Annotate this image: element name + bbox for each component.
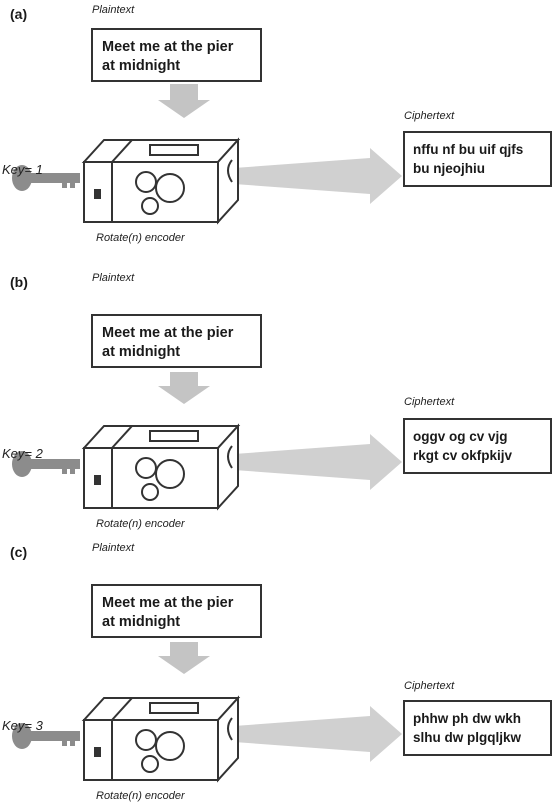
encoder-diagram: [12, 372, 402, 511]
encoder-box: [81, 137, 241, 225]
ciphertext-line: phhw ph dw wkh: [413, 711, 521, 726]
plaintext-label: Plaintext: [92, 542, 135, 554]
plaintext-box: Meet me at the pier at midnight: [91, 584, 262, 638]
output-arrow: [234, 706, 402, 762]
encoder-box: [81, 423, 241, 511]
key-icon: [12, 165, 80, 191]
input-arrow: [158, 642, 210, 674]
encoder-box: [81, 695, 241, 783]
panel-b: (b) Plaintext Meet me at the pier at mid…: [0, 268, 556, 536]
key-icon: [12, 451, 80, 477]
encoder-label: Rotate(n) encoder: [96, 232, 185, 244]
plaintext-box: Meet me at the pier at midnight: [91, 314, 262, 368]
encoder-diagram: [12, 84, 402, 225]
plaintext-line: at midnight: [102, 344, 181, 360]
panel-letter: (b): [10, 274, 28, 290]
panel-letter: (c): [10, 544, 28, 560]
panel-letter: (a): [10, 6, 28, 22]
encoder-label: Rotate(n) encoder: [96, 790, 185, 802]
key-label: Key= 1: [2, 162, 43, 177]
output-arrow: [234, 148, 402, 204]
ciphertext-box: oggv og cv vjg rkgt cv okfpkijv: [403, 418, 552, 474]
plaintext-label: Plaintext: [92, 4, 135, 16]
encoder-label: Rotate(n) encoder: [96, 518, 185, 530]
ciphertext-box: phhw ph dw wkh slhu dw plgqljkw: [403, 700, 552, 756]
ciphertext-line: slhu dw plgqljkw: [413, 730, 521, 745]
ciphertext-label: Ciphertext: [404, 396, 455, 408]
ciphertext-line: oggv og cv vjg: [413, 429, 508, 444]
plaintext-line: Meet me at the pier: [102, 595, 234, 611]
ciphertext-label: Ciphertext: [404, 680, 455, 692]
ciphertext-line: bu njeojhiu: [413, 161, 485, 176]
ciphertext-box: nffu nf bu uif qjfs bu njeojhiu: [403, 131, 552, 187]
key-label: Key= 2: [2, 446, 43, 461]
plaintext-line: at midnight: [102, 614, 181, 630]
input-arrow: [158, 372, 210, 404]
panel-a: (a) Plaintext Meet me at the pier at mid…: [0, 0, 556, 268]
key-icon: [12, 723, 80, 749]
plaintext-line: Meet me at the pier: [102, 39, 234, 55]
encoder-diagram: [12, 642, 402, 783]
panel-c: (c) Plaintext Meet me at the pier at mid…: [0, 538, 556, 806]
plaintext-line: at midnight: [102, 58, 181, 74]
ciphertext-line: rkgt cv okfpkijv: [413, 448, 513, 463]
ciphertext-label: Ciphertext: [404, 110, 455, 122]
plaintext-label: Plaintext: [92, 272, 135, 284]
output-arrow: [234, 434, 402, 490]
input-arrow: [158, 84, 210, 118]
plaintext-box: Meet me at the pier at midnight: [91, 28, 262, 82]
key-label: Key= 3: [2, 718, 43, 733]
plaintext-line: Meet me at the pier: [102, 325, 234, 341]
ciphertext-line: nffu nf bu uif qjfs: [413, 142, 524, 157]
